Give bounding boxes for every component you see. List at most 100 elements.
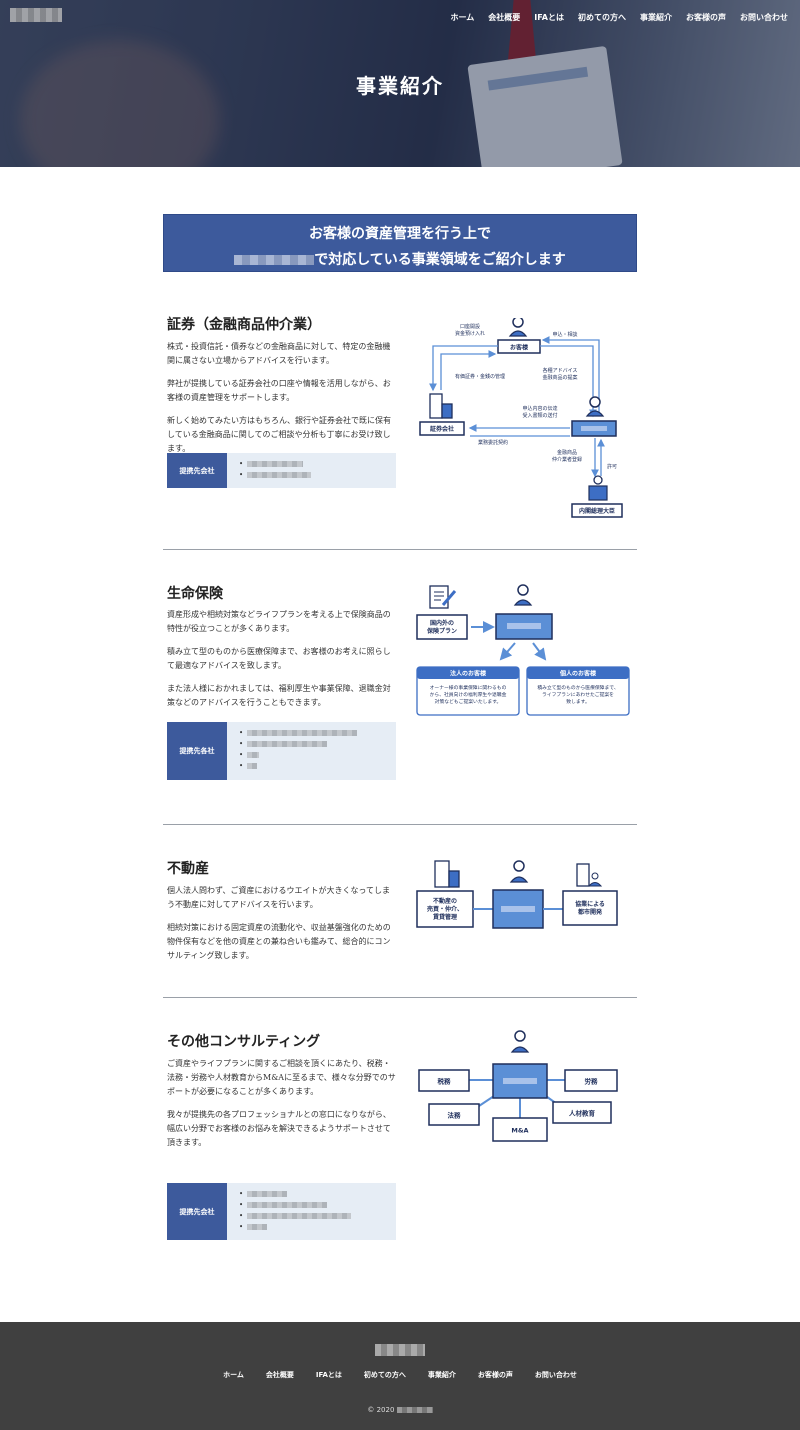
partner-item (239, 739, 357, 750)
partner-label: 提携先会社 (167, 453, 227, 488)
hero-background (20, 40, 220, 167)
life-insurance-partners: 提携先各社 (167, 722, 396, 780)
building-icon (429, 393, 453, 419)
label-permit: 許可 (607, 463, 617, 470)
advisor-person-icon (585, 396, 605, 417)
consulting-partners: 提携先会社 (167, 1183, 396, 1240)
advisor-person-icon (510, 1030, 530, 1053)
nav-home[interactable]: ホーム (450, 13, 475, 22)
label-manage: 有価証券・金銭の管理 (455, 373, 505, 380)
partner-item (239, 728, 357, 739)
footer-nav-first-time[interactable]: 初めての方へ (363, 1371, 406, 1379)
site-footer: ホーム 会社概要 IFAとは 初めての方へ 事業紹介 お客様の声 お問い合わせ … (0, 1322, 800, 1430)
svg-text:金融商品仲介業者登録: 金融商品仲介業者登録 (552, 449, 582, 463)
partner-item (239, 761, 357, 772)
partner-item (239, 1200, 351, 1211)
individual-card-title: 個人のお客様 (559, 670, 597, 678)
building-person-icon (576, 863, 603, 887)
real-estate-text: 個人法人問わず、ご資産におけるウエイトが大きくなってしまう不動産に対してアドバイ… (167, 886, 391, 960)
labor-label: 労務 (585, 1077, 599, 1086)
footer-nav-ifa[interactable]: IFAとは (315, 1371, 342, 1379)
tax-box (418, 1069, 470, 1092)
section-divider (163, 549, 637, 550)
legal-box (428, 1103, 480, 1126)
partner-item (239, 1189, 351, 1200)
partner-item (239, 750, 357, 761)
securities-diagram: お客様 口座開設資金預け入れ 申込・相談 有価証券・金銭の管理 各種アドバイス金… (415, 316, 640, 532)
customer-person-icon (508, 316, 528, 337)
life-insurance-diagram: 国内外の保険プラン 法人のお客様 オーナー様の事業保障に関わるものから、社員向け… (415, 583, 635, 722)
svg-text:不動産の売買・仲介、賃貸管理: 不動産の売買・仲介、賃貸管理 (426, 897, 463, 921)
svg-text:積み立て型のものから医療保障まで、ライフプランにあわせたご提: 積み立て型のものから医療保障まで、ライフプランにあわせたご提案を致します。 (537, 684, 618, 705)
label-apply: 申込・相談 (552, 331, 577, 338)
consulting-diagram: 税務 労務 法務 人材教育 M&A (415, 1028, 635, 1150)
tax-label: 税務 (438, 1077, 452, 1086)
section-divider (163, 824, 637, 825)
consulting-title: その他コンサルティング (167, 1034, 321, 1050)
page-title: 事業紹介 (356, 74, 444, 98)
banner-line-2: で対応している事業領域をご紹介します (314, 252, 566, 268)
partner-item (239, 1211, 351, 1222)
securities-company-label: 証券会社 (430, 425, 454, 433)
life-insurance-title: 生命保険 (167, 586, 223, 602)
site-logo[interactable] (10, 8, 62, 22)
nav-contact[interactable]: お問い合わせ (740, 13, 788, 22)
company-name-redacted (396, 1407, 433, 1413)
securities-title: 証券（金融商品仲介業） (167, 317, 321, 333)
building-icon (434, 860, 460, 888)
securities-text: 株式・投資信託・債券などの金融商品に対して、特定の金融機関に属さない立場からアド… (167, 342, 391, 453)
hero-header (0, 0, 800, 167)
advisor-person-icon (509, 860, 529, 883)
nav-first-time[interactable]: 初めての方へ (578, 13, 626, 22)
partner-item (239, 1222, 351, 1233)
partner-label: 提携先各社 (167, 722, 227, 780)
real-estate-diagram: 不動産の売買・仲介、賃貸管理 協業による都市開発 (415, 858, 635, 937)
nav-company[interactable]: 会社概要 (488, 13, 521, 22)
legal-label: 法務 (448, 1111, 462, 1120)
cabinet-label: 内閣総理大臣 (579, 507, 615, 515)
footer-nav-company[interactable]: 会社概要 (265, 1371, 294, 1379)
partner-item (239, 470, 311, 481)
intro-banner: お客様の資産管理を行う上で で対応している事業領域をご紹介します (163, 214, 637, 272)
footer-nav-services[interactable]: 事業紹介 (427, 1371, 456, 1379)
advisor-person-icon (513, 584, 533, 606)
partner-item (239, 459, 311, 470)
company-name-redacted (234, 255, 315, 265)
document-pen-icon (429, 585, 457, 609)
svg-text:口座開設資金預け入れ: 口座開設資金預け入れ (455, 323, 485, 337)
corporate-card-title: 法人のお客様 (450, 670, 487, 678)
footer-nav: ホーム 会社概要 IFAとは 初めての方へ 事業紹介 お客様の声 お問い合わせ (0, 1370, 800, 1380)
main-nav: ホーム 会社概要 IFAとは 初めての方へ 事業紹介 お客様の声 お問い合わせ (451, 12, 788, 23)
customer-label: お客様 (510, 344, 529, 352)
real-estate-title: 不動産 (167, 861, 209, 877)
partner-label: 提携先会社 (167, 1183, 227, 1240)
podium-icon (588, 475, 608, 501)
ma-label: M&A (511, 1127, 528, 1135)
labor-box (564, 1069, 618, 1092)
life-insurance-text: 資産形成や相続対策などライフプランを考える上で保険商品の特性が役立つことが多くあ… (167, 610, 391, 707)
section-divider (163, 997, 637, 998)
hr-education-box (552, 1101, 612, 1124)
label-contract: 業務委託契約 (478, 439, 508, 446)
securities-partners: 提携先会社 (167, 453, 396, 488)
hr-education-label: 人材教育 (569, 1109, 596, 1118)
nav-ifa[interactable]: IFAとは (534, 13, 564, 22)
svg-text:申込内容の伝達受入書類の送付: 申込内容の伝達受入書類の送付 (522, 405, 557, 419)
ma-box (492, 1117, 548, 1142)
footer-nav-voices[interactable]: お客様の声 (477, 1371, 513, 1379)
nav-services[interactable]: 事業紹介 (640, 13, 672, 22)
footer-nav-home[interactable]: ホーム (223, 1371, 244, 1379)
consulting-text: ご資産やライフプランに関するご相談を頂くにあたり、税務・法務・労務や人材教育から… (167, 1059, 396, 1147)
banner-line-1: お客様の資産管理を行う上で (309, 226, 491, 242)
footer-logo[interactable] (375, 1344, 425, 1356)
footer-nav-contact[interactable]: お問い合わせ (534, 1371, 577, 1379)
nav-voices[interactable]: お客様の声 (686, 13, 726, 22)
urban-development-box (562, 890, 618, 926)
svg-text:国内外の保険プラン: 国内外の保険プラン (426, 619, 457, 635)
svg-text:オーナー様の事業保障に関わるものから、社員向けの福利厚生や退: オーナー様の事業保障に関わるものから、社員向けの福利厚生や退職金対策などもご提案… (430, 684, 507, 705)
copyright: © 2020 (0, 1406, 800, 1414)
insurance-plan-box (416, 614, 468, 640)
svg-text:協業による都市開発: 協業による都市開発 (575, 900, 605, 916)
svg-text:各種アドバイス金融商品の提案: 各種アドバイス金融商品の提案 (542, 367, 577, 381)
securities-company-box (419, 421, 465, 436)
